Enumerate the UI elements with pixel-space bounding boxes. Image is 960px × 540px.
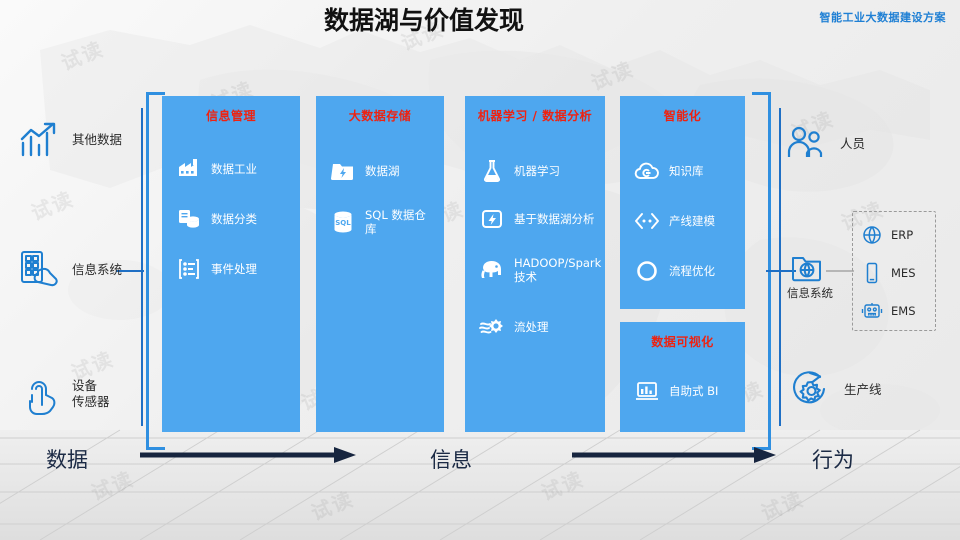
list-item-label: 数据工业	[211, 162, 257, 176]
device-line-1: 设备	[72, 378, 98, 393]
list-item[interactable]: 事件处理	[176, 256, 292, 282]
system-label-mes: MES	[891, 266, 916, 280]
system-item-mes[interactable]: MES	[861, 262, 916, 284]
sidebar-label-information-system-right: 信息系统	[787, 286, 833, 300]
header-subtitle: 智能工业大数据建设方案	[819, 11, 946, 24]
list-item-label: HADOOP/Spark技术	[514, 256, 602, 284]
sidebar-label-people: 人员	[840, 136, 866, 151]
folder-globe-icon	[790, 246, 834, 290]
bar-chart-screen-icon	[634, 378, 660, 404]
sidebar-item-information-system-right[interactable]	[790, 246, 834, 290]
connector-right	[766, 270, 796, 272]
system-label-erp: ERP	[891, 228, 914, 242]
system-item-ems[interactable]: EMS	[861, 300, 916, 322]
output-rail	[779, 108, 781, 426]
systems-group: ERP MES EMS	[852, 211, 936, 331]
system-item-erp[interactable]: ERP	[861, 224, 913, 246]
panel-big-data-storage[interactable]: 大数据存储 数据湖 SQL SQL 数据仓库	[316, 96, 444, 432]
flow-stage-information: 信息	[430, 448, 472, 472]
factory-icon	[176, 156, 202, 182]
list-item[interactable]: 基于数据湖分析	[479, 206, 597, 232]
list-item-label: 产线建模	[669, 214, 715, 228]
robot-icon	[861, 300, 883, 322]
list-item[interactable]: 流处理	[479, 314, 597, 340]
list-item[interactable]: 机器学习	[479, 158, 597, 184]
list-item-label: 知识库	[669, 164, 704, 178]
list-item-label: 事件处理	[211, 262, 257, 276]
panel-title-data-visualization: 数据可视化	[651, 335, 714, 349]
device-line-2: 传感器	[72, 394, 110, 409]
event-flow-icon	[176, 256, 202, 282]
list-item[interactable]: 产线建模	[634, 208, 737, 234]
sidebar-item-other-data[interactable]: 其他数据	[18, 118, 122, 162]
floor-grid	[0, 429, 960, 540]
system-label-ems: EMS	[891, 304, 916, 318]
list-item-label: 基于数据湖分析	[514, 212, 595, 226]
flask-icon	[479, 158, 505, 184]
sidebar-item-device-sensor[interactable]: 设备 传感器	[18, 372, 110, 416]
flow-stage-action: 行为	[812, 448, 854, 472]
sql-database-icon: SQL	[330, 209, 356, 235]
sidebar-item-people[interactable]: 人员	[786, 122, 865, 166]
list-item-label: 机器学习	[514, 164, 560, 178]
diamond-dots-icon	[634, 208, 660, 234]
data-stack-icon	[176, 206, 202, 232]
list-item-label: 数据湖	[365, 164, 400, 178]
panel-title-machine-learning-analytics: 机器学习 / 数据分析	[477, 109, 593, 123]
flow-stage-data: 数据	[46, 448, 88, 472]
fingerprint-touch-icon	[18, 372, 62, 416]
cloud-edge-icon	[634, 158, 660, 184]
chart-growth-icon	[18, 118, 62, 162]
sidebar-label-information-system: 信息系统	[72, 262, 123, 277]
panel-machine-learning-analytics[interactable]: 机器学习 / 数据分析 机器学习 基于数据湖分析	[465, 96, 605, 432]
panel-title-big-data-storage: 大数据存储	[348, 109, 412, 123]
list-item[interactable]: 知识库	[634, 158, 737, 184]
people-icon	[786, 122, 830, 166]
list-item-label: 自助式 BI	[669, 384, 719, 398]
list-item[interactable]: 数据分类	[176, 206, 292, 232]
list-item-label: SQL 数据仓库	[365, 208, 426, 236]
page-title: 数据湖与价值发现	[324, 6, 525, 35]
list-item[interactable]: 数据湖	[330, 158, 436, 184]
list-item[interactable]: 自助式 BI	[634, 378, 737, 404]
folder-bolt-icon	[330, 158, 356, 184]
list-item-label: 流程优化	[669, 264, 715, 278]
list-item-label: 流处理	[514, 320, 549, 334]
sidebar-label-device-sensor: 设备 传感器	[72, 378, 110, 410]
list-item-label: 数据分类	[211, 212, 257, 226]
input-rail	[141, 108, 143, 426]
gear-arrow-icon	[790, 368, 834, 412]
list-item[interactable]: 数据工业	[176, 156, 292, 182]
stream-gear-icon	[479, 314, 505, 340]
flow-arrow-1	[140, 447, 356, 463]
sidebar-label-other-data: 其他数据	[72, 132, 123, 147]
mobile-phone-icon	[861, 262, 883, 284]
flow-arrow-2	[572, 447, 776, 463]
circle-ring-icon	[634, 258, 660, 284]
list-item[interactable]: SQL SQL 数据仓库	[330, 208, 436, 236]
svg-text:SQL: SQL	[335, 219, 351, 227]
group-bracket-left	[146, 92, 165, 450]
sidebar-item-production-line[interactable]: 生产线	[790, 368, 882, 412]
panel-information-management[interactable]: 信息管理 数据工业	[162, 96, 300, 432]
tablet-hand-icon	[18, 248, 62, 292]
elephant-icon	[479, 257, 505, 283]
globe-icon	[861, 224, 883, 246]
connector-left	[116, 270, 144, 272]
list-item[interactable]: 流程优化	[634, 258, 737, 284]
connector-systems	[826, 270, 854, 272]
sidebar-item-information-system[interactable]: 信息系统	[18, 248, 122, 292]
panel-data-visualization[interactable]: 数据可视化 自助式 BI	[620, 322, 745, 432]
panel-intelligence[interactable]: 智能化 知识库 产线建模 流程优化	[620, 96, 745, 309]
bolt-square-icon	[479, 206, 505, 232]
panel-title-intelligence: 智能化	[663, 109, 702, 123]
panel-title-information-management: 信息管理	[205, 109, 256, 123]
sidebar-label-production-line: 生产线	[844, 382, 882, 397]
list-item[interactable]: HADOOP/Spark技术	[479, 256, 601, 284]
